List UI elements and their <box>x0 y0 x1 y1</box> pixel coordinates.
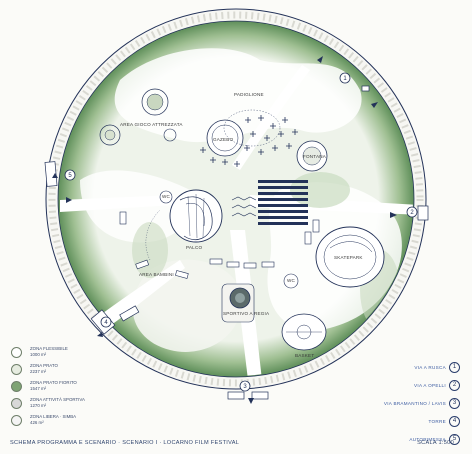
label-wc-left: WC <box>162 194 171 199</box>
legend-name: ZONA FLESSIBILE <box>30 346 68 351</box>
legend-name: ZONA PRATO FIORITO <box>30 380 77 385</box>
label-area-bambini: AREA BAMBINI <box>139 272 174 277</box>
drawing-title: SCHEMA PROGRAMMA E SCENARIO · SCENARIO I… <box>10 440 240 446</box>
gate-markers <box>64 72 418 392</box>
label-palco: PALCO <box>186 245 203 250</box>
access-name: VIA A OPELLI <box>414 383 446 388</box>
access-item: VIA A OPELLI 2 <box>344 380 464 398</box>
legend-name: ZONA LIBERA · SIMBA <box>30 414 77 419</box>
label-padiglione: PADIGLIONE <box>234 92 264 97</box>
access-item: AUTORIMESSA 5 <box>344 434 464 452</box>
legend-area: 426 m² <box>30 420 44 425</box>
access-number: 2 <box>449 380 460 391</box>
skatepark <box>315 226 385 288</box>
legend-name: ZONA PRATO <box>30 363 58 368</box>
label-basket: BASKET <box>295 353 315 358</box>
gate-2-text: 2 <box>410 210 414 216</box>
access-number: 1 <box>449 362 460 373</box>
label-fontana: FONTANA <box>303 154 327 159</box>
padiglione-cluster <box>206 109 281 157</box>
palco <box>169 189 223 243</box>
legend-swatch <box>11 398 22 409</box>
label-skatepark: SKATEPARK <box>334 255 363 260</box>
access-number: 4 <box>449 416 460 427</box>
gate-numbers: 1 2 3 4 5 <box>68 76 414 390</box>
label-wc-right: WC <box>287 278 296 283</box>
basket <box>281 313 327 351</box>
seating-grid <box>258 180 308 225</box>
ring-band <box>48 11 424 387</box>
access-item: TORRE 4 <box>344 416 464 434</box>
label-gazebo: GAZEBO <box>213 137 234 142</box>
label-sportivo: SPORTIVO A REGIA <box>223 311 270 316</box>
gate-5-text: 5 <box>68 173 72 179</box>
access-name: AUTORIMESSA <box>409 437 446 442</box>
legend-swatch <box>11 381 22 392</box>
label-area-gioco: AREA GIOCO ATTREZZATA <box>120 122 183 127</box>
perimeter-blocks <box>44 85 429 400</box>
access-number: 5 <box>449 434 460 445</box>
access-legend: VIA A RUSCA 1 VIA A OPELLI 2 VIA BRAMANT… <box>344 362 464 452</box>
legend-area: 1000 m² <box>30 352 47 357</box>
wc-left <box>159 190 173 204</box>
legend-swatch <box>11 364 22 375</box>
legend-area: 1547 m² <box>30 386 47 391</box>
fontana <box>296 140 328 172</box>
access-number: 3 <box>449 398 460 409</box>
gate-1-text: 1 <box>343 76 347 82</box>
access-item: VIA A RUSCA 1 <box>344 362 464 380</box>
legend-name: ZONA ATTIVITÀ SPORTIVA <box>30 397 85 402</box>
entry-arrows <box>52 56 397 404</box>
area-bambini <box>145 209 161 261</box>
drawing-scale: SCALA 1:500 <box>417 440 454 446</box>
legend-swatch <box>11 347 22 358</box>
seating-rows-left <box>231 196 257 217</box>
legend-swatch <box>11 415 22 426</box>
access-item: VIA BRAMANTINO / LAVIS 3 <box>344 398 464 416</box>
access-name: VIA A RUSCA <box>414 365 446 370</box>
gate-4-text: 4 <box>104 320 108 326</box>
legend-area: 2237 m² <box>30 369 47 374</box>
access-name: TORRE <box>428 419 446 424</box>
area-gioco <box>99 88 177 146</box>
legend-area: 1270 m² <box>30 403 47 408</box>
gazebo-stars <box>200 115 298 167</box>
sportivo-regia <box>221 283 255 323</box>
wc-right <box>283 273 299 289</box>
benches <box>119 211 320 279</box>
access-name: VIA BRAMANTINO / LAVIS <box>383 401 446 406</box>
gate-3-text: 3 <box>243 384 247 390</box>
